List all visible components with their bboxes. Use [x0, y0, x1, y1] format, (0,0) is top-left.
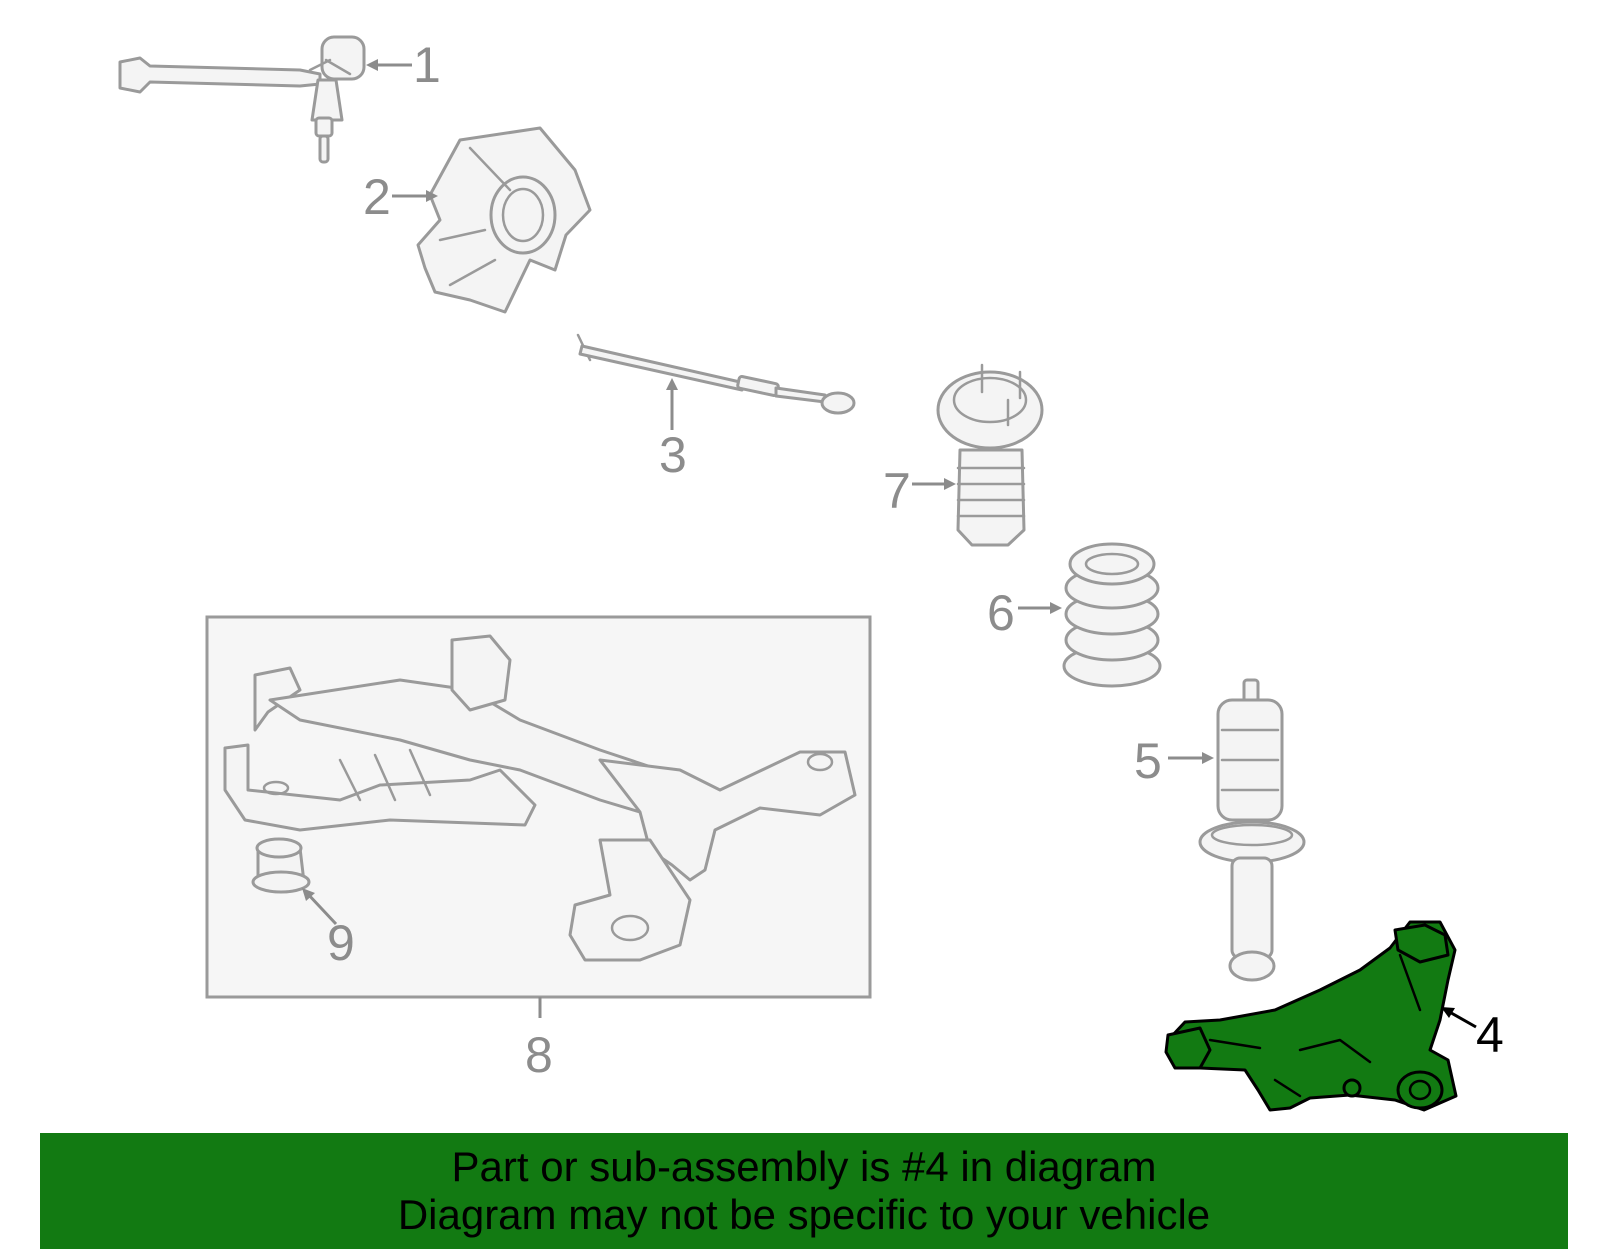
callout-4-label: 4: [1476, 1007, 1504, 1063]
part-5-strut[interactable]: [1198, 678, 1306, 982]
part-6-coil-spring[interactable]: [1062, 542, 1162, 688]
callout-7-label: 7: [883, 463, 911, 519]
part-9-bushing[interactable]: [251, 837, 311, 894]
callout-2-label: 2: [363, 169, 391, 225]
callout-5-label: 5: [1134, 733, 1162, 789]
part-4-lower-control-arm[interactable]: [1164, 920, 1458, 1112]
info-banner: Part or sub-assembly is #4 in diagram Di…: [40, 1133, 1568, 1249]
banner-line-2: Diagram may not be specific to your vehi…: [397, 1191, 1211, 1238]
part-8-crossmember-assembly[interactable]: [223, 634, 857, 962]
callout-3-arrowhead: [666, 378, 678, 390]
callout-4-arrowhead: [1441, 1007, 1455, 1018]
part-7-upper-mount[interactable]: [936, 363, 1044, 547]
callout-9-label: 9: [327, 915, 355, 971]
callout-7-arrowhead: [944, 478, 956, 490]
banner-line-1: Part or sub-assembly is #4 in diagram: [451, 1143, 1157, 1190]
callout-1-arrowhead: [366, 59, 378, 71]
callout-2-arrowhead: [426, 190, 438, 202]
callout-6-label: 6: [987, 585, 1015, 641]
callout-9-arrowhead: [302, 888, 315, 901]
callout-1-label: 1: [413, 37, 441, 93]
part-1-upper-control-arm[interactable]: [118, 35, 366, 164]
part-3-strut-rod[interactable]: [576, 333, 856, 415]
callout-8-label: 8: [525, 1027, 553, 1083]
part-2-knuckle[interactable]: [416, 126, 592, 314]
callout-5-arrowhead: [1202, 752, 1214, 764]
callout-6-arrowhead: [1050, 602, 1062, 614]
callout-3-label: 3: [659, 427, 687, 483]
callout-9-leader: [304, 890, 338, 926]
